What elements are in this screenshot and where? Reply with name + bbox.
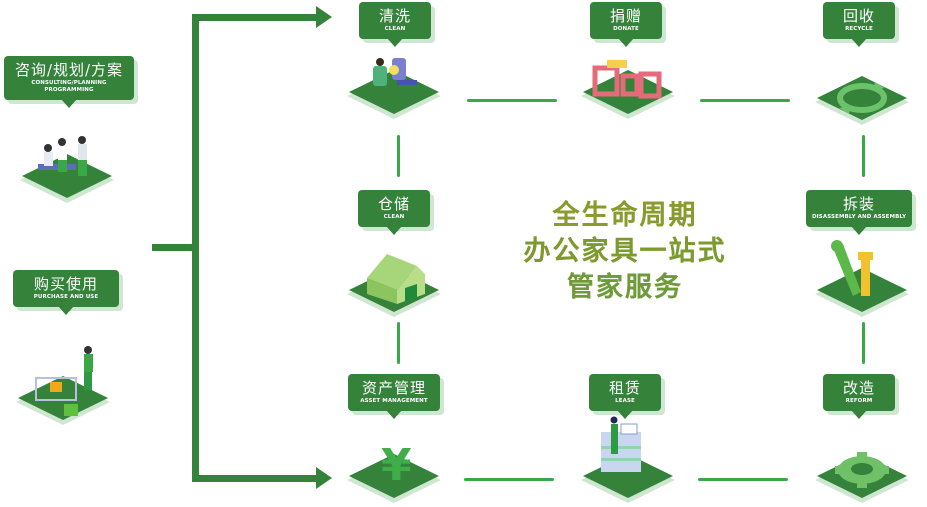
label-consulting: 咨询/规划/方案 CONSULTING/PLANNING PROGRAMMING (4, 56, 134, 108)
office-worker-desk-illustration (581, 416, 676, 503)
label-cn: 咨询/规划/方案 (14, 61, 124, 79)
connector-clean-storage (397, 135, 400, 177)
label-en: LEASE (615, 398, 635, 404)
label-cn: 仓储 (377, 195, 410, 213)
label-purchase: 购买使用 PURCHASE AND USE (13, 270, 119, 315)
label-cn: 资产管理 (361, 379, 426, 397)
arrow-right-icon (316, 6, 332, 28)
wrench-tools-illustration (815, 240, 910, 317)
bracket-vertical (192, 14, 199, 482)
label-lease: 租赁 LEASE (589, 374, 661, 419)
warehouse-house-illustration (347, 254, 442, 317)
label-en: REFORM (845, 398, 873, 404)
label-cn: 回收 (842, 7, 875, 25)
consulting-meeting-illustration (20, 136, 115, 205)
label-storage: 仓储 CLEAN (358, 190, 430, 235)
label-cn: 捐赠 (609, 7, 642, 25)
label-cn: 租赁 (608, 379, 641, 397)
gear-illustration (815, 450, 910, 505)
label-cn: 购买使用 (33, 275, 98, 293)
label-cn: 清洗 (378, 7, 411, 25)
headline-line3: 管家服务 (505, 270, 745, 306)
label-recycle: 回收 RECYCLE (823, 2, 895, 47)
label-en: CLEAN (383, 214, 405, 220)
bracket-bottom-arm (192, 475, 320, 482)
label-en: DISASSEMBLY AND ASSEMBLY (812, 214, 907, 220)
label-reform: 改造 REFORM (823, 374, 895, 419)
label-en: CLEAN (384, 26, 406, 32)
connector-lease-reform (698, 478, 788, 481)
bracket-top-arm (192, 14, 320, 21)
cleaning-chair-illustration (347, 58, 442, 119)
label-cn: 拆装 (842, 195, 875, 213)
headline: 全生命周期 办公家具一站式 管家服务 (505, 198, 745, 306)
connector-donate-recycle (700, 99, 790, 102)
bracket-stem (152, 244, 196, 251)
svg-text:¥: ¥ (381, 440, 412, 491)
connector-clean-donate (467, 99, 557, 102)
label-asset: 资产管理 ASSET MANAGEMENT (348, 374, 440, 419)
label-donate: 捐赠 DONATE (590, 2, 662, 47)
connector-recycle-disassembly (862, 135, 865, 177)
arrow-right-icon (316, 467, 332, 489)
yuan-symbol-illustration: ¥ (347, 440, 442, 503)
label-en: ASSET MANAGEMENT (360, 398, 428, 404)
label-en: PURCHASE AND USE (33, 294, 99, 300)
headline-line2: 办公家具一站式 (505, 234, 745, 270)
label-disassembly: 拆装 DISASSEMBLY AND ASSEMBLY (806, 190, 912, 235)
donation-blocks-illustration (581, 60, 676, 119)
label-en: RECYCLE (845, 26, 873, 32)
connector-disassembly-reform (862, 322, 865, 364)
label-en: CONSULTING/PLANNING (31, 80, 107, 86)
recycle-arrows-illustration (815, 74, 910, 129)
label-en: DONATE (613, 26, 639, 32)
label-en: PROGRAMMING (44, 87, 94, 93)
label-clean: 清洗 CLEAN (359, 2, 431, 47)
connector-asset-lease (464, 478, 554, 481)
label-cn: 改造 (842, 379, 875, 397)
connector-storage-asset (397, 322, 400, 364)
shopping-cart-illustration (16, 346, 111, 427)
headline-line1: 全生命周期 (505, 198, 745, 234)
